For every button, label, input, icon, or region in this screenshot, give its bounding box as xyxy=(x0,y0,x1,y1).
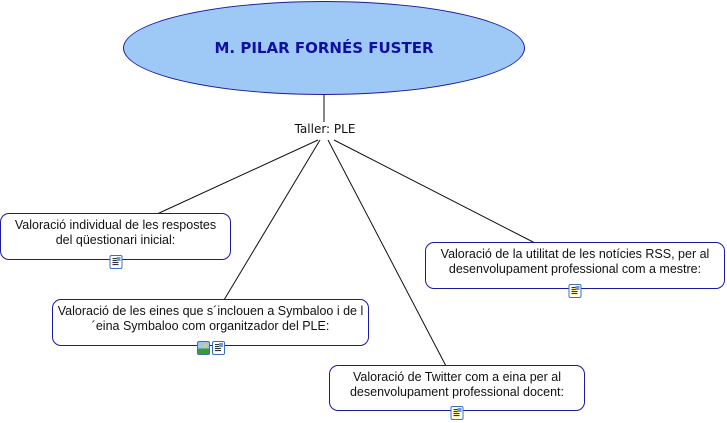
link-line-2 xyxy=(223,139,321,301)
document-icon[interactable] xyxy=(450,406,464,420)
document-icon[interactable] xyxy=(211,341,225,355)
document-icon[interactable] xyxy=(568,284,582,298)
document-icon[interactable] xyxy=(109,255,122,269)
linking-phrase[interactable]: Taller: PLE xyxy=(280,122,370,136)
node-label: Valoració de la utilitat de les notícies… xyxy=(440,247,710,276)
link-line-1 xyxy=(156,139,319,215)
node-label: Valoració de les eines que s´inclouen a … xyxy=(57,304,364,333)
root-label: M. PILAR FORNÉS FUSTER xyxy=(214,39,434,57)
root-concept[interactable]: M. PILAR FORNÉS FUSTER xyxy=(123,1,525,95)
concept-node-twitter[interactable]: Valoració de Twitter com a eina per al d… xyxy=(329,365,585,420)
link-line-3 xyxy=(333,139,536,244)
node-label: Valoració individual de les respostes de… xyxy=(14,218,217,247)
concept-node-questionnaire[interactable]: Valoració individual de les respostes de… xyxy=(0,213,231,269)
image-icon[interactable] xyxy=(196,341,210,355)
link-line-4 xyxy=(327,139,447,367)
concept-node-symbaloo[interactable]: Valoració de les eines que s´inclouen a … xyxy=(52,299,369,355)
node-label: Valoració de Twitter com a eina per al d… xyxy=(349,370,565,399)
concept-node-rss[interactable]: Valoració de la utilitat de les notícies… xyxy=(425,242,725,298)
